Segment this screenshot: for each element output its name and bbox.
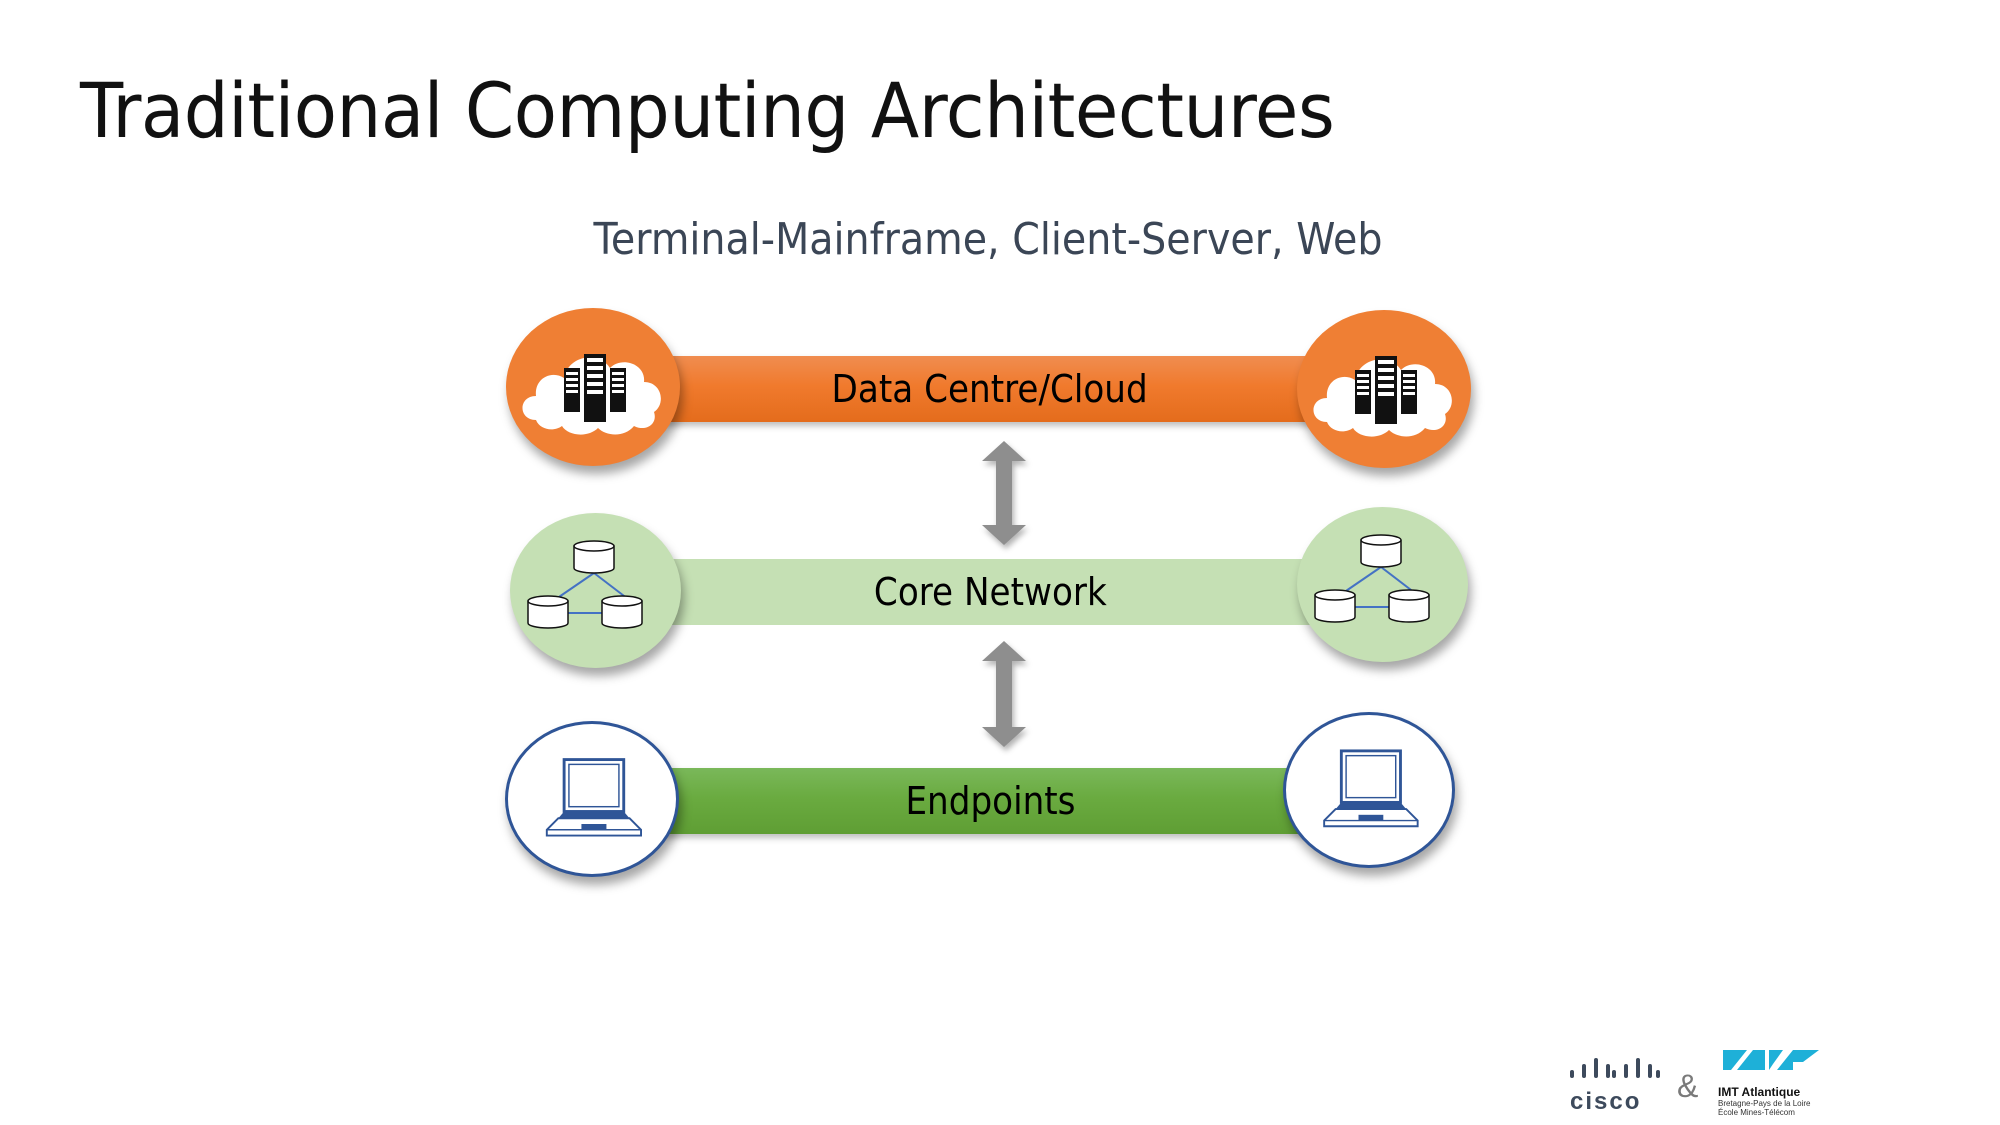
cisco-logo-icon [1570,1058,1660,1078]
layer-label: Core Network [873,570,1107,614]
slide-title: Traditional Computing Architectures [80,66,1335,155]
imt-logo-line2: École Mines-Télécom [1718,1108,1795,1117]
cisco-logo-text: cisco [1570,1088,1642,1115]
cloud-server-icon [1297,310,1471,468]
bidirectional-arrow-icon [982,641,1026,747]
laptop-icon [505,721,679,877]
laptop-icon [1283,712,1455,868]
cloud-server-icon [506,308,680,466]
imt-logo-line1: Bretagne-Pays de la Loire [1718,1099,1811,1108]
bidirectional-arrow-icon [982,441,1026,545]
layer-bar-endpoints: Endpoints [660,768,1320,834]
database-network-icon [1297,507,1468,662]
imt-logo-title: IMT Atlantique [1718,1085,1801,1099]
layer-bar-core-network: Core Network [660,559,1320,625]
slide-subtitle: Terminal-Mainframe, Client-Server, Web [593,214,1383,265]
database-network-icon [510,513,681,668]
layer-label: Data Centre/Cloud [831,367,1149,411]
logo-separator: & [1677,1068,1699,1104]
layer-bar-data-centre: Data Centre/Cloud [660,356,1320,422]
imt-atlantique-logo-icon [1723,1050,1819,1070]
imt-logo-subtitle: Bretagne-Pays de la Loire École Mines-Té… [1718,1099,1811,1117]
layer-label: Endpoints [904,779,1076,823]
